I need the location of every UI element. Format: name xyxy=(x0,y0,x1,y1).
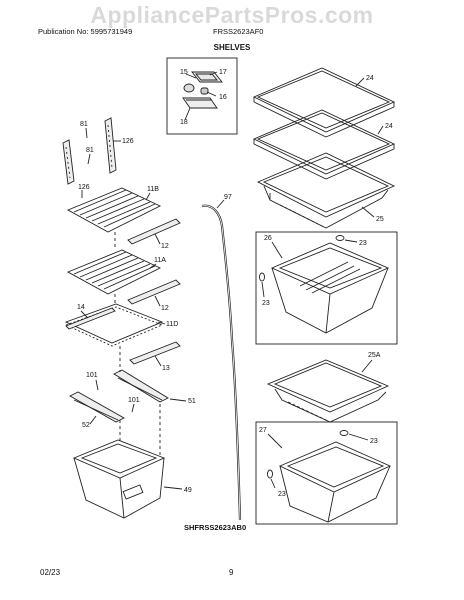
label-11d: 11D xyxy=(166,321,178,328)
label-23-a: 23 xyxy=(359,240,367,247)
model-number: FRSS2623AF0 xyxy=(213,27,264,36)
label-101-a: 101 xyxy=(86,372,98,379)
label-81-b: 81 xyxy=(86,147,94,154)
label-14: 14 xyxy=(77,304,85,311)
glass-shelf-11d xyxy=(64,303,164,347)
label-25a: 25A xyxy=(368,352,381,359)
label-12-a: 12 xyxy=(161,243,169,250)
drain-tube-97 xyxy=(201,204,242,521)
label-26: 26 xyxy=(264,235,272,242)
label-23-b: 23 xyxy=(262,300,270,307)
watermark: AppliancePartsPros.com xyxy=(90,2,374,28)
label-52: 52 xyxy=(82,422,90,429)
label-24-middle: 24 xyxy=(385,123,393,130)
crisper-drawer-27 xyxy=(267,430,392,523)
label-101-b: 101 xyxy=(128,397,140,404)
page-number: 9 xyxy=(229,568,234,577)
wire-shelf-11a xyxy=(66,249,162,295)
shelf-trim-12-a xyxy=(127,218,181,245)
deli-pan-49 xyxy=(72,439,166,519)
crisper-drawer-box-26 xyxy=(255,231,398,345)
crisper-drawer-26 xyxy=(259,235,390,334)
shelf-trim-13 xyxy=(129,341,181,365)
label-51: 51 xyxy=(188,398,196,405)
shelf-trim-12-b xyxy=(127,279,181,305)
label-11b: 11B xyxy=(147,186,159,193)
glass-shelf-middle xyxy=(252,109,396,180)
label-81-a: 81 xyxy=(80,121,88,128)
section-title: SHELVES xyxy=(213,43,251,52)
label-49: 49 xyxy=(184,487,192,494)
label-24-top: 24 xyxy=(366,75,374,82)
label-97: 97 xyxy=(224,194,232,201)
assembly-lines xyxy=(114,232,161,456)
shelf-front-trim-14 xyxy=(65,307,116,330)
inset-label-17: 17 xyxy=(219,69,227,76)
label-126-a: 126 xyxy=(122,138,134,145)
label-126-b: 126 xyxy=(78,184,90,191)
pan-rail-left-52 xyxy=(69,391,125,423)
shelf-bracket-upper xyxy=(104,117,117,174)
inset-label-16: 16 xyxy=(219,94,227,101)
wire-shelf-11b xyxy=(66,187,162,233)
footer-date: 02/23 xyxy=(40,568,61,577)
pan-rail-right-51 xyxy=(113,369,169,403)
label-27: 27 xyxy=(259,427,267,434)
label-12-b: 12 xyxy=(161,305,169,312)
crisper-drawer-box-27 xyxy=(255,421,398,525)
crisper-cover-25 xyxy=(256,152,396,229)
crisper-cover-25a xyxy=(266,359,390,423)
label-23-c: 23 xyxy=(370,438,378,445)
inset-label-18: 18 xyxy=(180,119,188,126)
label-11a: 11A xyxy=(154,257,166,264)
label-13: 13 xyxy=(162,365,170,372)
inset-label-15: 15 xyxy=(180,69,188,76)
label-23-d: 23 xyxy=(278,491,286,498)
label-25: 25 xyxy=(376,216,384,223)
inset-parts-box: 15 17 16 18 xyxy=(166,57,238,135)
shelf-bracket-lower xyxy=(62,139,75,185)
publication-number: Publication No: 5995731949 xyxy=(38,27,133,36)
diagram-code: SHFRSS2623AB0 xyxy=(184,523,247,532)
